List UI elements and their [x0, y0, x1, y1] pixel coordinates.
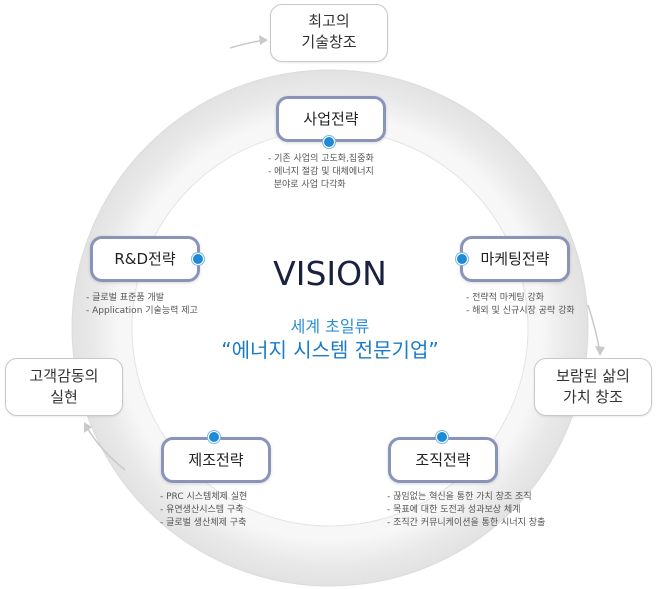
strategy-business: 사업전략 — [276, 96, 386, 142]
strategy-rnd-label: R&D전략 — [114, 250, 176, 268]
bullet: - 목표에 대한 도전과 성과보상 체계 — [387, 505, 521, 515]
connector-dot-business — [323, 136, 335, 148]
strategy-marketing-label: 마케팅전략 — [480, 250, 550, 268]
strategy-manufacturing-bullets: - PRC 시스템체제 실현 - 유연생산시스템 구축 - 글로벌 생산체제 구… — [160, 491, 247, 530]
bullet: - 해외 및 신규시장 공략 강화 — [466, 306, 575, 316]
bullet: - 글로벌 생산체제 구축 — [160, 518, 247, 528]
connector-dot-organization — [436, 431, 448, 443]
vision-subtitle: 세계 초일류 — [290, 317, 370, 336]
bullet: - PRC 시스템체제 실현 — [160, 492, 248, 502]
strategy-organization-label: 조직전략 — [415, 451, 471, 469]
connector-dot-marketing — [456, 253, 468, 265]
bullet: - 기존 사업의 고도화,집중화 — [268, 154, 374, 164]
arrow-head-top — [259, 35, 268, 45]
connector-dot-rnd — [192, 253, 204, 265]
bullet: - 전략적 마케팅 강화 — [466, 293, 545, 303]
outer-node-right-line2: 가치 창조 — [563, 388, 623, 406]
outer-node-right-line1: 보람된 삶의 — [556, 367, 630, 385]
connector-dot-manufacturing — [208, 431, 220, 443]
vision-slogan: “에너지 시스템 전문기업” — [221, 338, 439, 362]
arrow-head-left — [84, 422, 92, 433]
outer-node-left-line2: 실현 — [50, 388, 78, 406]
strategy-marketing: 마케팅전략 — [460, 236, 570, 282]
strategy-business-bullets: - 기존 사업의 고도화,집중화 - 에너지 절감 및 대체에너지 분야로 사업… — [268, 153, 374, 192]
arrow-to-left — [85, 425, 126, 471]
outer-node-top-line1: 최고의 — [308, 12, 350, 30]
outer-node-right: 보람된 삶의 가치 창조 — [534, 358, 652, 416]
bullet: - 조직간 커뮤니케이션을 통한 시너지 창출 — [387, 518, 546, 528]
strategy-organization: 조직전략 — [388, 437, 498, 483]
bullet: - 끊임없는 혁신을 통한 가치 창조 조직 — [387, 492, 532, 502]
strategy-manufacturing-label: 제조전략 — [188, 451, 244, 469]
outer-node-left-line1: 고객감동의 — [29, 367, 99, 385]
strategy-manufacturing: 제조전략 — [161, 437, 271, 483]
vision-title: VISION — [273, 254, 387, 293]
bullet: - 유연생산시스템 구축 — [160, 505, 244, 515]
outer-node-top-line2: 기술창조 — [301, 33, 357, 51]
strategy-organization-bullets: - 끊임없는 혁신을 통한 가치 창조 조직 - 목표에 대한 도전과 성과보상… — [387, 491, 545, 530]
bullet: - 글로벌 표준품 개발 — [86, 293, 165, 303]
bullet: - 에너지 절감 및 대체에너지 — [268, 167, 374, 177]
bullet: - Application 기술능력 제고 — [86, 306, 198, 316]
strategy-rnd-bullets: - 글로벌 표준품 개발 - Application 기술능력 제고 — [86, 292, 198, 318]
outer-node-top: 최고의 기술창조 — [270, 4, 388, 62]
strategy-business-label: 사업전략 — [303, 110, 359, 128]
strategy-rnd: R&D전략 — [90, 236, 200, 282]
arrow-head-right — [595, 346, 605, 356]
arrow-to-right — [587, 304, 601, 353]
outer-node-left: 고객감동의 실현 — [5, 358, 123, 416]
strategy-marketing-bullets: - 전략적 마케팅 강화 - 해외 및 신규시장 공략 강화 — [466, 292, 575, 318]
bullet: 분야로 사업 다각화 — [268, 180, 346, 190]
